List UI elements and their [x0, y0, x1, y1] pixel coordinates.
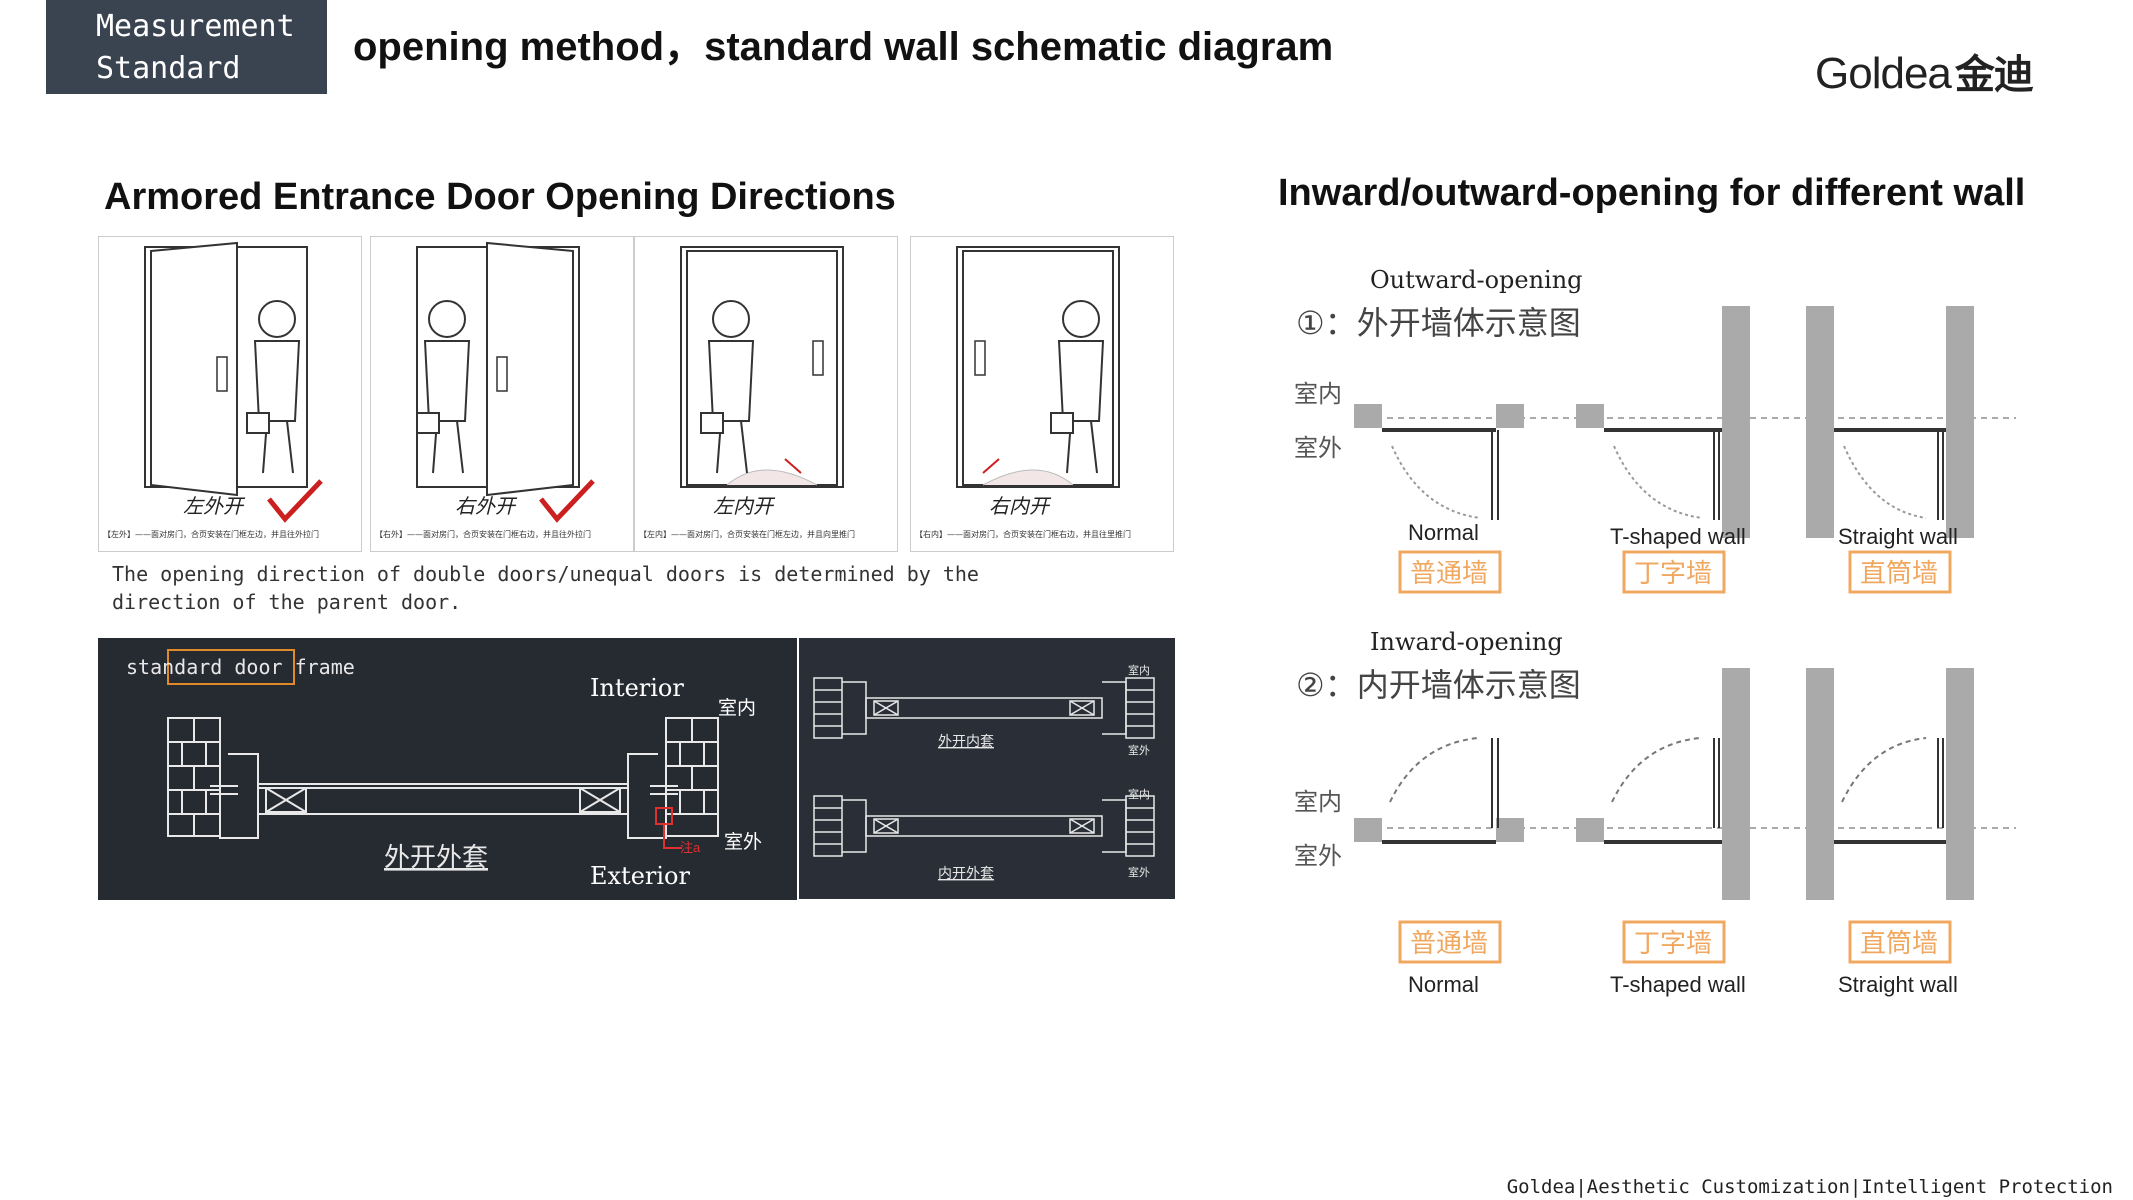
outward-badge-normal: 普通墙: [1410, 558, 1488, 588]
inward-straight-en: Straight wall: [1838, 972, 1958, 997]
interior-cn-label: 室内: [718, 697, 756, 719]
frame-label: standard door frame: [126, 655, 355, 679]
outward-badges: 普通墙 丁字墙 直筒墙: [1398, 550, 1952, 594]
inward-badge-normal: 普通墙: [1410, 928, 1488, 958]
door-frame-profile: [210, 753, 678, 839]
frame-caption: 外开外套: [384, 842, 488, 872]
small-bottom-out: 室外: [1128, 865, 1150, 879]
inward-t-en: T-shaped wall: [1610, 972, 1746, 997]
outward-normal-en: Normal: [1408, 520, 1479, 545]
inward-outdoor-cn: 室外: [1294, 843, 1342, 870]
panel-caption: 【左外】——面对房门，合页安装在门框左边，并且往外拉门: [103, 529, 319, 539]
inward-badge-straight: 直筒墙: [1860, 928, 1938, 958]
small-diagrams-panel: [797, 635, 1177, 901]
small-bottom-in: 室内: [1128, 787, 1150, 801]
door-frame-diagram: standard door frame: [98, 635, 1177, 901]
interior-label: Interior: [590, 674, 684, 702]
footer-slogan: Goldea|Aesthetic Customization|Intellige…: [1506, 1176, 2113, 1198]
label-highlight-box: [167, 649, 295, 685]
check-icon: [539, 479, 595, 523]
brand-logo-en: Goldea: [1815, 49, 1952, 98]
inward-straight-wall: [1806, 668, 1974, 900]
small-top-caption: 外开内套: [938, 733, 994, 749]
inward-indoor-cn: 室内: [1294, 789, 1342, 816]
brand-logo-cn: 金迪: [1954, 52, 2034, 98]
right-section-title: Inward/outward-opening for different wal…: [1278, 172, 2026, 214]
inward-badges: 普通墙 丁字墙 直筒墙: [1398, 920, 1952, 964]
panel-label: 左外开: [183, 494, 246, 518]
panel-caption: 【右外】——面对房门，合页安装在门框右边，并且往外拉门: [375, 529, 591, 539]
outward-t-wall: [1576, 306, 1750, 538]
inward-normal-en: Normal: [1408, 972, 1479, 997]
section-tag-line2: Standard: [96, 51, 241, 86]
double-door-note: The opening direction of double doors/un…: [112, 562, 979, 614]
inward-normal-wall: [1354, 737, 1524, 844]
section-tag-line1: Measurement: [96, 9, 295, 44]
panel-caption: 【右内】——面对房门，合页安装在门框右边，并且往里推门: [915, 529, 1131, 539]
door-panel: 左内开【左内】——面对房门，合页安装在门框左边，并且向里推门: [634, 236, 898, 552]
section-tag: Measurement Standard: [46, 0, 327, 94]
inward-label: Inward-opening: [1370, 628, 1563, 656]
outward-badge-t: 丁字墙: [1634, 558, 1712, 588]
outward-cn: ①：外开墙体示意图: [1296, 305, 1581, 341]
outward-label: Outward-opening: [1370, 266, 1583, 294]
door-panel: 右内开【右内】——面对房门，合页安装在门框右边，并且往里推门: [910, 236, 1174, 552]
exterior-cn-label: 室外: [724, 831, 762, 853]
left-section-title: Armored Entrance Door Opening Directions: [104, 176, 896, 218]
frame-note: 注a: [680, 840, 701, 855]
panel-caption: 【左内】——面对房门，合页安装在门框左边，并且向里推门: [639, 529, 855, 539]
outward-straight-wall: [1806, 306, 1974, 538]
small-diagram-bottom: [813, 795, 1155, 857]
door-panel: 右外开【右外】——面对房门，合页安装在门框右边，并且往外拉门: [370, 236, 634, 552]
panel-label: 右内开: [989, 494, 1052, 518]
page-title: opening method，standard wall schematic d…: [353, 25, 1334, 69]
outward-indoor-cn: 室内: [1294, 381, 1342, 408]
panel-label: 左内开: [713, 494, 776, 518]
small-top-in: 室内: [1128, 663, 1150, 677]
check-icon: [267, 479, 323, 523]
door-frame-drawing: standard door frame: [98, 635, 1177, 901]
left-brick-wall: [167, 717, 221, 837]
inward-badge-t: 丁字墙: [1634, 928, 1712, 958]
inward-cn: ②：内开墙体示意图: [1296, 667, 1581, 703]
outward-badge-straight: 直筒墙: [1860, 558, 1938, 588]
outward-normal-wall: [1354, 404, 1524, 520]
exterior-label: Exterior: [590, 862, 691, 890]
small-top-out: 室外: [1128, 743, 1150, 757]
wall-opening-diagrams: Outward-opening ①：外开墙体示意图 室内 室外 Normal T…: [1294, 266, 2016, 997]
outward-outdoor-cn: 室外: [1294, 435, 1342, 462]
door-panel: 左外开【左外】——面对房门，合页安装在门框左边，并且往外拉门: [98, 236, 362, 552]
small-bottom-caption: 内开外套: [938, 865, 994, 881]
outward-t-en: T-shaped wall: [1610, 524, 1746, 549]
panel-label: 右外开: [455, 494, 518, 518]
outward-straight-en: Straight wall: [1838, 524, 1958, 549]
small-diagram-top: [813, 677, 1155, 739]
inward-t-wall: [1576, 668, 1750, 900]
